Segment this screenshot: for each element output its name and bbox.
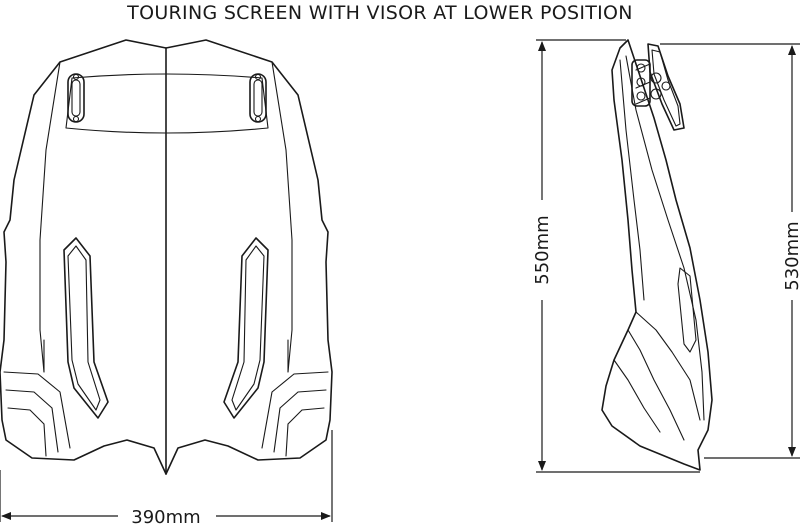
side-lower-crease bbox=[635, 311, 701, 421]
side-inner-edge bbox=[625, 55, 705, 421]
side-view-screen bbox=[601, 39, 713, 471]
front-outline bbox=[0, 39, 333, 475]
width-label: 390mm bbox=[131, 507, 200, 528]
visor-slot-right bbox=[249, 73, 267, 123]
height-screen-dimension: 530mm bbox=[660, 43, 800, 459]
width-dimension: 390mm bbox=[0, 430, 333, 528]
visor-slot-left bbox=[67, 73, 85, 123]
front-inner-edge-right bbox=[271, 61, 293, 373]
lower-lamellas-right bbox=[261, 339, 329, 457]
visor-panel bbox=[65, 73, 269, 134]
side-lower-crease-3 bbox=[613, 359, 661, 433]
drawing-title: TOURING SCREEN WITH VISOR AT LOWER POSIT… bbox=[127, 2, 633, 24]
side-front-edge bbox=[619, 59, 645, 301]
side-outline bbox=[601, 39, 713, 471]
vent-right bbox=[223, 237, 269, 419]
front-inner-edge-left bbox=[39, 61, 61, 373]
height-total-label: 550mm bbox=[532, 215, 553, 284]
height-screen-label: 530mm bbox=[782, 221, 800, 290]
visor-mount bbox=[631, 43, 685, 131]
vent-left bbox=[63, 237, 109, 419]
lower-lamellas-left bbox=[3, 339, 71, 457]
front-view-screen bbox=[0, 39, 333, 475]
height-total-dimension: 550mm bbox=[532, 39, 700, 473]
side-vent bbox=[677, 267, 697, 353]
side-lower-crease-2 bbox=[627, 329, 685, 441]
